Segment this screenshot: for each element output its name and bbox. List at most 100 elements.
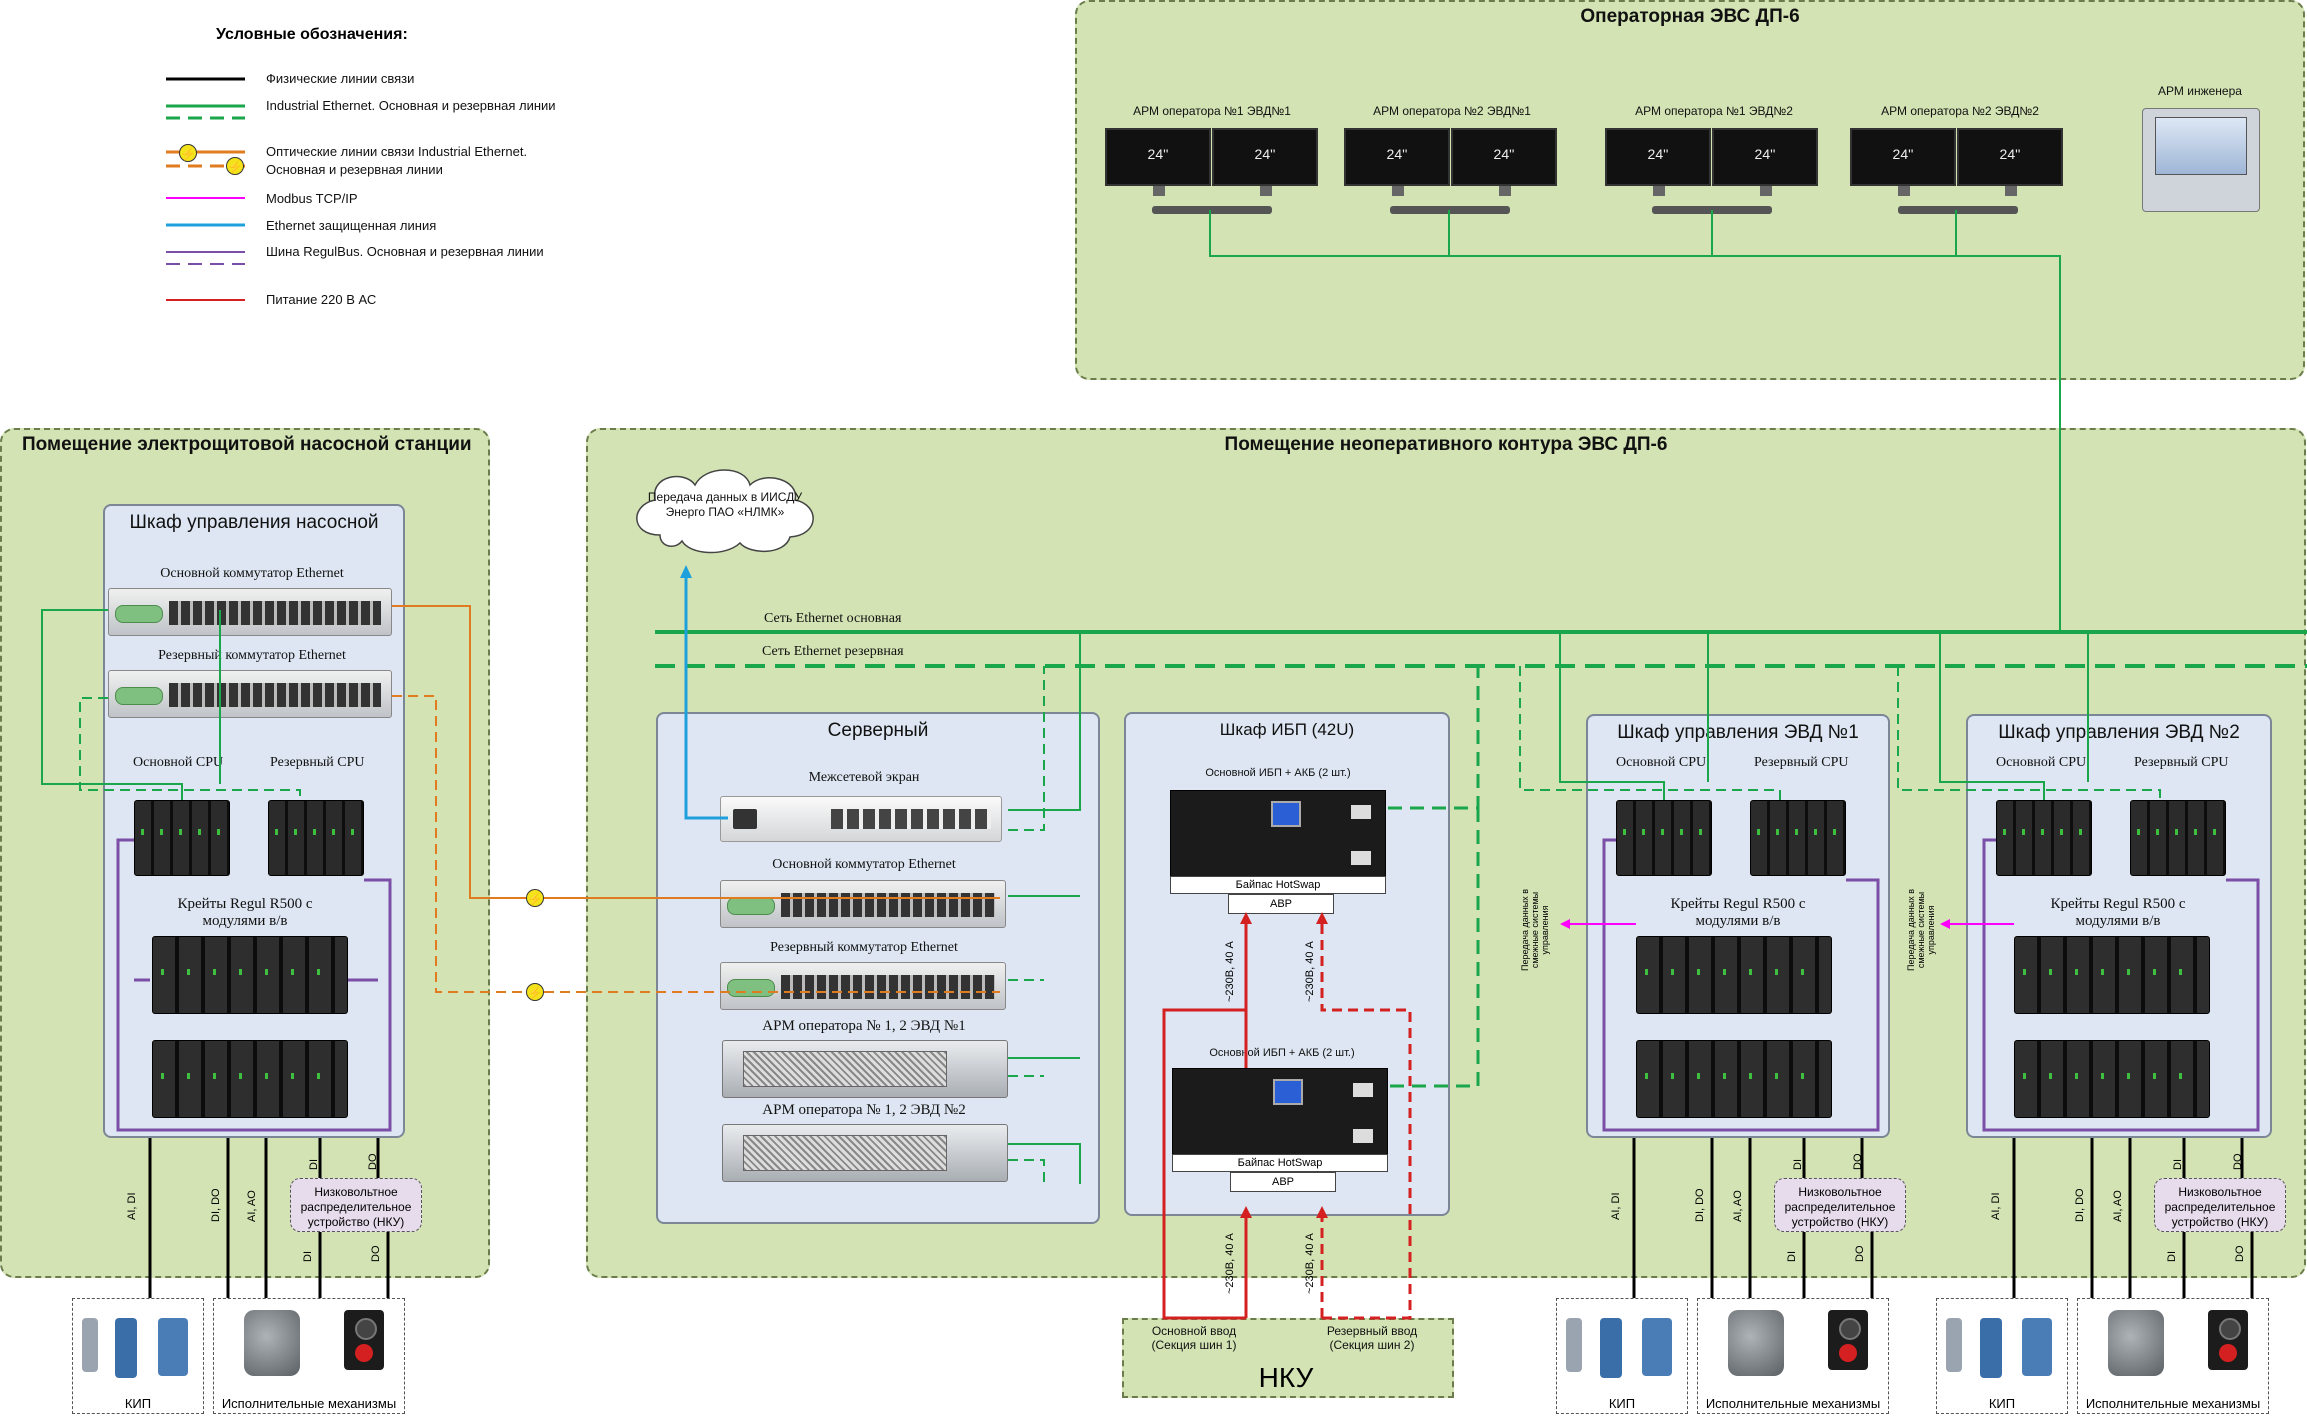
monitor: 24'' (1712, 128, 1818, 196)
pump-nku: Низковольтное распределительное устройст… (290, 1178, 422, 1232)
server-cabinet-title: Серверный (827, 720, 929, 741)
legend-item: Modbus TCP/IP (266, 191, 358, 206)
instrument (1600, 1318, 1622, 1378)
instrument (1980, 1318, 2002, 1378)
pump-main-switch-label: Основной коммутатор Ethernet (160, 566, 344, 581)
signal-label: DI (2166, 1251, 2178, 1262)
signal-label: DI, DO (2074, 1188, 2086, 1222)
valve (1728, 1310, 1784, 1376)
valve (244, 1310, 300, 1376)
legend-item: Оптические линии связи Industrial Ethern… (266, 144, 528, 177)
pump-main-switch (108, 588, 392, 636)
signal-label: DI (308, 1159, 320, 1170)
pump-reserve-cpu-label: Резервный CPU (270, 755, 365, 770)
signal-label: DO (1852, 1153, 1864, 1171)
monitor: 24'' (1451, 128, 1557, 196)
evd1-rack (1636, 936, 1832, 1014)
monitor: 24'' (1957, 128, 2063, 196)
instrument (2022, 1318, 2052, 1376)
evd2-main-cpu-label: Основной CPU (1996, 755, 2087, 770)
kip-label: КИП (1988, 1396, 2016, 1411)
monitor: 24'' (1605, 128, 1711, 196)
avr-box: АВР (1230, 1172, 1336, 1192)
signal-label: DO (2232, 1153, 2244, 1171)
ws-label: АРМ оператора №2 ЭВД№2 (1881, 104, 2039, 118)
engineer-label: АРМ инженера (2158, 84, 2242, 98)
actuators-label: Исполнительные механизмы (221, 1396, 397, 1411)
instrument (115, 1318, 137, 1378)
evd2-side-label: Передача данных в смежные системы управл… (1906, 889, 1936, 971)
server-reserve-switch (720, 962, 1006, 1010)
pump-rack (152, 936, 348, 1014)
reserve-net-label: Сеть Ethernet резервная (762, 644, 904, 659)
main-net-label: Сеть Ethernet основная (764, 611, 902, 626)
server-main-switch-label: Основной коммутатор Ethernet (772, 857, 956, 872)
ws-label: АРМ оператора №1 ЭВД№2 (1635, 104, 1793, 118)
firewall-label: Межсетевой экран (808, 770, 920, 785)
evd2-racks-label: Крейты Regul R500 с модулями в/в (2050, 896, 2186, 929)
avr-box: АВР (1228, 894, 1334, 914)
pump-rack (152, 1040, 348, 1118)
arm-server (722, 1040, 1008, 1098)
legend-item: Шина RegulBus. Основная и резервная лини… (266, 244, 544, 259)
instrument (158, 1318, 188, 1376)
optical-bolt-icon: ⚡ (226, 157, 244, 175)
legend-item: Ethernet защищенная линия (266, 218, 437, 233)
ups-cabinet-title: Шкаф ИБП (42U) (1219, 720, 1355, 739)
ups-label: Основной ИБП + АКБ (2 шт.) (1209, 1047, 1355, 1059)
server-reserve-switch-label: Резервный коммутатор Ethernet (770, 940, 958, 955)
pump-reserve-cpu (268, 800, 364, 876)
power-label: ~230В, 40 А (1304, 1233, 1316, 1294)
ups-label: Основной ИБП + АКБ (2 шт.) (1205, 767, 1351, 779)
actuators-label: Исполнительные механизмы (1705, 1396, 1881, 1411)
monitor: 24'' (1212, 128, 1318, 196)
operator-room-title: Операторная ЭВС ДП-6 (1580, 6, 1800, 27)
instrument (82, 1318, 98, 1372)
cloud (636, 469, 814, 554)
signal-label: AI, DI (1610, 1192, 1622, 1220)
server-main-switch (720, 880, 1006, 928)
legend-title: Условные обозначения: (216, 26, 408, 43)
signal-label: DI (2172, 1159, 2184, 1170)
signal-label: DO (1854, 1245, 1866, 1263)
keyboard (1152, 206, 1272, 214)
evd2-reserve-cpu-label: Резервный CPU (2134, 755, 2229, 770)
evd1-reserve-cpu-label: Резервный CPU (1754, 755, 1849, 770)
firewall (720, 796, 1002, 842)
power-label: ~230В, 40 А (1304, 941, 1316, 1002)
pump-cabinet-title: Шкаф управления насосной (129, 512, 379, 533)
pump-reserve-switch (108, 670, 392, 718)
pump-room-title: Помещение электрощитовой насосной станци… (22, 434, 472, 455)
ws-label: АРМ оператора №2 ЭВД№1 (1373, 104, 1531, 118)
evd2-rack (2014, 1040, 2210, 1118)
kip-label: КИП (1608, 1396, 1636, 1411)
optical-bolt-icon: ⚡ (526, 983, 544, 1001)
optical-bolt-icon: ⚡ (179, 144, 197, 162)
instrument (1946, 1318, 1962, 1372)
valve (2108, 1310, 2164, 1376)
arm1-label: АРМ оператора № 1, 2 ЭВД №1 (762, 1018, 966, 1034)
evd1-side-label: Передача данных в смежные системы управл… (1520, 889, 1550, 971)
evd1-rack (1636, 1040, 1832, 1118)
engineer-laptop (2142, 108, 2260, 212)
signal-label: DI, DO (210, 1188, 222, 1222)
instrument (1566, 1318, 1582, 1372)
power-label: ~230В, 40 А (1224, 1233, 1236, 1294)
signal-label: AI, DI (126, 1192, 138, 1220)
keyboard (1390, 206, 1510, 214)
bypass-box: Байпас HotSwap (1170, 876, 1386, 894)
evd2-main-cpu (1996, 800, 2092, 876)
evd1-main-cpu-label: Основной CPU (1616, 755, 1707, 770)
evd2-reserve-cpu (2130, 800, 2226, 876)
arm-server (722, 1124, 1008, 1182)
main-input-label: Основной ввод (Секция шин 1) (1151, 1324, 1237, 1352)
evd1-nku: Низковольтное распределительное устройст… (1774, 1178, 1906, 1232)
keyboard (1652, 206, 1772, 214)
signal-label: AI, AO (1732, 1190, 1744, 1222)
signal-label: AI, AO (2112, 1190, 2124, 1222)
pump-reserve-switch-label: Резервный коммутатор Ethernet (158, 648, 346, 663)
optical-bolt-icon: ⚡ (526, 889, 544, 907)
signal-label: DI (302, 1251, 314, 1262)
instrument (1642, 1318, 1672, 1376)
actuators-label: Исполнительные механизмы (2085, 1396, 2261, 1411)
